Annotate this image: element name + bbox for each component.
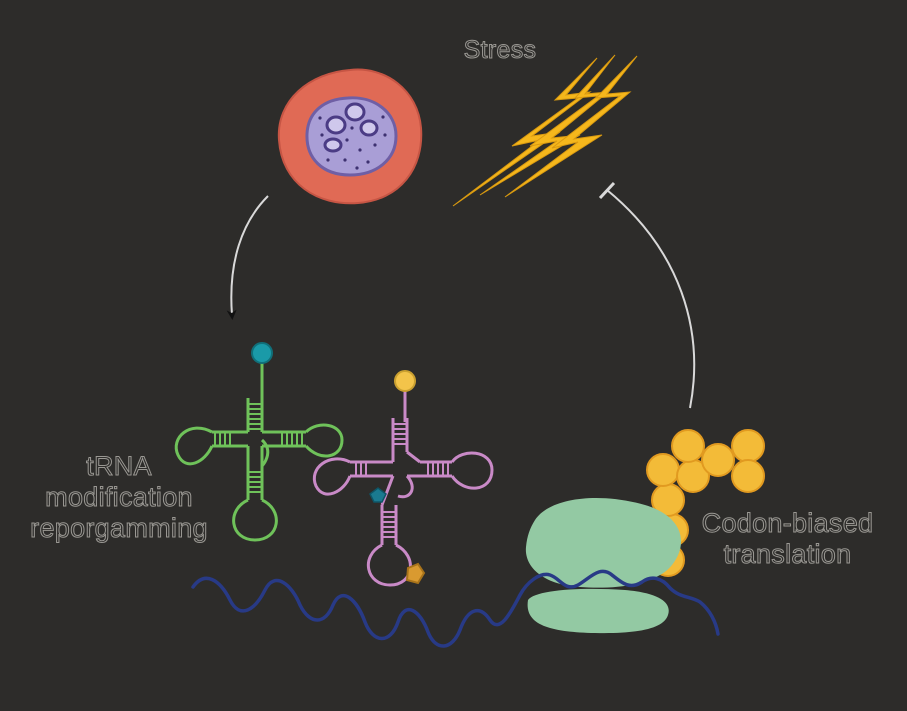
trna-green-icon [174, 362, 344, 542]
stress-label: Stress [463, 36, 537, 65]
mrna-strand-icon [191, 569, 720, 648]
trna-label-line-3: reporgamming [30, 513, 208, 544]
trna-pink-cap-icon [394, 370, 416, 392]
trna-label-line-1: tRNA [86, 451, 152, 482]
lightning-icon [452, 54, 638, 207]
trna-modification-label: tRNA modification reporgamming [14, 451, 224, 544]
trna-modification-icon [369, 487, 387, 503]
nucleus-icon [305, 96, 398, 177]
cell-to-trna-arrow [226, 195, 269, 320]
codon-label-line-2: translation [723, 539, 852, 570]
cell-icon [277, 68, 423, 205]
codon-label-line-1: Codon-biased [701, 508, 874, 539]
ribosome-icon [525, 497, 682, 634]
trna-label-line-2: modification [45, 482, 193, 513]
trna-green-cap-icon [251, 342, 273, 364]
trna-anticodon-modification-icon [405, 562, 426, 585]
trna-pink-icon [312, 390, 494, 587]
inhibition-arrow [598, 181, 696, 409]
codon-biased-translation-label: Codon-biased translation [695, 508, 880, 570]
